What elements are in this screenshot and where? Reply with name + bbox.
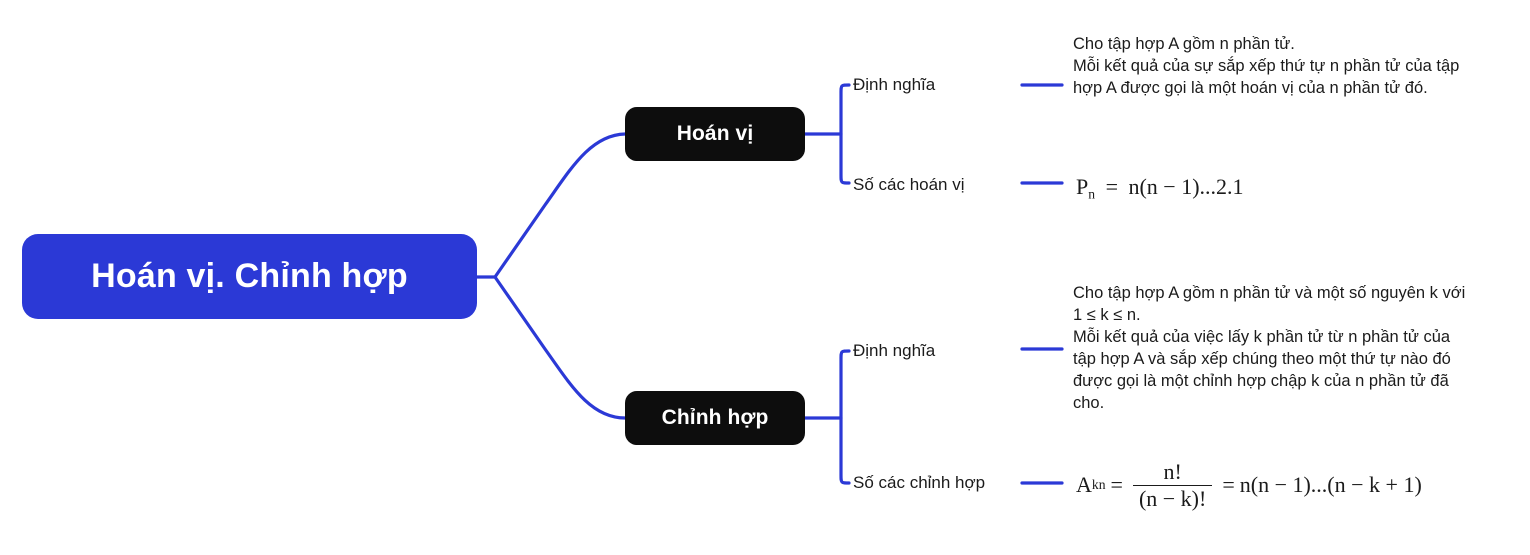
topic-node-label: Chỉnh hợp: [661, 406, 769, 430]
formula-equals: =: [1110, 472, 1123, 497]
formula-denominator: (n − k)!: [1132, 484, 1213, 511]
topic-node-label: Hoán vị: [676, 122, 754, 146]
connector-topic-1-bracket: [839, 83, 851, 185]
formula-equals-second: =: [1222, 472, 1235, 497]
topic-node-chinh-hop[interactable]: Chỉnh hợp: [625, 391, 805, 445]
formula-right-hand-side: n(n − 1)...2.1: [1128, 174, 1244, 199]
formula-right-hand-side: n(n − 1)...(n − k + 1): [1239, 472, 1422, 497]
subtopic-label-count-2[interactable]: Số các chỉnh hợp: [853, 473, 986, 492]
note-definition-hoan-vi: Cho tập hợp A gồm n phần tử. Mỗi kết quả…: [1073, 35, 1460, 97]
note-definition-chinh-hop: Cho tập hợp A gồm n phần tử và một số ng…: [1073, 284, 1466, 412]
formula-base: A: [1076, 472, 1092, 497]
root-node-label: Hoán vị. Chỉnh hợp: [91, 256, 408, 295]
subtopic-label-definition-1[interactable]: Định nghĩa: [853, 75, 936, 94]
topic-node-hoan-vi[interactable]: Hoán vị: [625, 107, 805, 161]
subtopic-label-definition-2[interactable]: Định nghĩa: [853, 341, 936, 360]
formula-so-cac-hoan-vi: Pn = n(n − 1)...2.1: [1076, 174, 1244, 202]
root-node[interactable]: Hoán vị. Chỉnh hợp: [22, 234, 477, 319]
formula-equals: =: [1105, 174, 1118, 199]
formula-subscript: n: [1088, 186, 1096, 202]
formula-base: P: [1076, 174, 1089, 199]
connector-root-to-topic-1: [493, 132, 627, 279]
formula-numerator: n!: [1163, 458, 1182, 484]
subtopic-label-count-1[interactable]: Số các hoán vị: [853, 175, 965, 194]
connector-root-to-topic-2: [493, 275, 627, 420]
formula-fraction: n! (n − k)!: [1132, 458, 1213, 511]
connector-topic-2-bracket: [839, 349, 851, 485]
